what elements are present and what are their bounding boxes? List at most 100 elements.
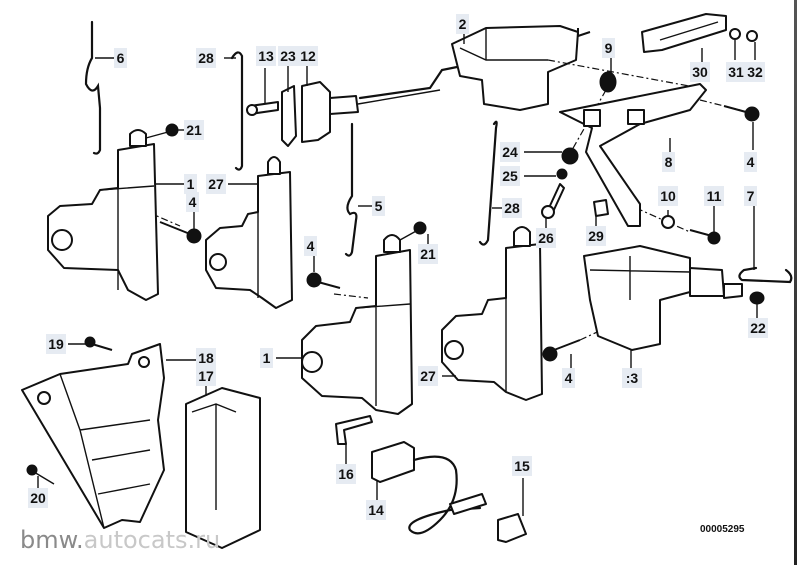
part-microswitch-14[interactable] <box>371 441 487 535</box>
callout-21-c21b[interactable]: 21 <box>418 244 438 264</box>
callout-8-c8[interactable]: 8 <box>662 152 675 172</box>
callout-31-c31[interactable]: 31 <box>726 62 746 82</box>
part-rod-28-upper[interactable] <box>230 51 244 171</box>
part-screw-11[interactable] <box>689 229 721 245</box>
part-screw-4-middle[interactable] <box>306 272 341 289</box>
callout-box <box>206 174 226 194</box>
part-screw-13[interactable] <box>246 101 279 116</box>
part-nut-21-upper[interactable] <box>145 123 179 139</box>
callout-16-c16[interactable]: 16 <box>336 464 356 484</box>
part-screw-19[interactable] <box>84 336 113 351</box>
part-screw-26[interactable] <box>541 183 565 219</box>
callout-27-c27a[interactable]: 27 <box>206 174 226 194</box>
part-bracket-plate-18[interactable] <box>21 343 165 529</box>
callout-6-c6[interactable]: 6 <box>114 48 127 68</box>
callout-2-c2[interactable]: 2 <box>456 14 469 34</box>
callout-4-c4a[interactable]: 4 <box>186 192 199 212</box>
part-actuator-1-lower[interactable] <box>301 229 419 415</box>
part-relay-17[interactable] <box>185 387 261 549</box>
part-clip-29[interactable] <box>593 199 609 217</box>
callout-30-c30[interactable]: 30 <box>690 62 710 82</box>
callout-28-c28b[interactable]: 28 <box>502 198 522 218</box>
callout-17-c17[interactable]: 17 <box>196 366 216 386</box>
callout-28-c28a[interactable]: 28 <box>196 48 216 68</box>
part-washer-25[interactable] <box>556 168 568 180</box>
callout-label: :3 <box>626 370 639 386</box>
callout-label: 1 <box>263 350 271 366</box>
part-rod-28-lower[interactable] <box>478 120 498 246</box>
frame-right-border <box>794 0 797 565</box>
callout-box <box>46 334 66 354</box>
callout-10-c10[interactable]: 10 <box>658 186 678 206</box>
part-actuator-3[interactable] <box>583 245 743 351</box>
callout-9-c9[interactable]: 9 <box>602 38 615 58</box>
callout-11-c11[interactable]: 11 <box>704 186 724 206</box>
callout-21-c21a[interactable]: 21 <box>184 120 204 140</box>
callout-27-c27b[interactable]: 27 <box>418 366 438 386</box>
callout-box <box>502 198 522 218</box>
callout-13-c13[interactable]: 13 <box>256 46 276 66</box>
part-washer-24[interactable] <box>561 147 579 165</box>
part-nut-21-middle[interactable] <box>413 221 427 235</box>
part-screw-4-upper-left[interactable] <box>159 221 202 244</box>
part-nut-32[interactable] <box>746 30 758 42</box>
part-grommet-9[interactable] <box>599 71 617 93</box>
part-actuator-2[interactable] <box>358 25 591 111</box>
part-bracket-30[interactable] <box>641 13 727 53</box>
callout-20-c20[interactable]: 20 <box>28 488 48 508</box>
part-actuator-1-upper[interactable] <box>47 129 159 301</box>
callout-12-c12[interactable]: 12 <box>298 46 318 66</box>
callout-box <box>704 186 724 206</box>
part-screw-4-right[interactable] <box>723 105 760 122</box>
callout-box <box>304 236 317 256</box>
callout-29-c29[interactable]: 29 <box>586 226 606 246</box>
part-rod-5[interactable] <box>344 122 358 257</box>
callout-box <box>186 192 199 212</box>
callout-4-c4d[interactable]: 4 <box>562 368 575 388</box>
callout-label: 1 <box>187 176 195 192</box>
part-nut-10[interactable] <box>661 215 675 229</box>
callout-18-c18[interactable]: 18 <box>196 348 216 368</box>
part-clip-15[interactable] <box>497 513 527 543</box>
part-bracket-8[interactable] <box>559 83 707 227</box>
part-gasket-23[interactable] <box>281 85 297 147</box>
callout-1-c1b[interactable]: 1 <box>260 348 273 368</box>
part-actuator-27-upper[interactable] <box>205 156 293 309</box>
callout-box <box>744 186 757 206</box>
part-clip-7[interactable] <box>738 266 793 284</box>
callout-label: 4 <box>747 154 755 170</box>
callout-label: 21 <box>186 122 202 138</box>
callout-23-c23[interactable]: 23 <box>278 46 298 66</box>
callout-3-c3[interactable]: :3 <box>622 368 642 388</box>
callout-7-c7[interactable]: 7 <box>744 186 757 206</box>
callout-label: 28 <box>198 50 214 66</box>
part-screw-20[interactable] <box>26 464 55 485</box>
callout-4-c4c[interactable]: 4 <box>304 236 317 256</box>
callout-box <box>196 348 216 368</box>
callout-15-c15[interactable]: 15 <box>512 456 532 476</box>
callout-24-c24[interactable]: 24 <box>500 142 520 162</box>
callout-label: 26 <box>538 230 554 246</box>
part-actuator-27-lower[interactable] <box>441 226 543 401</box>
callout-box <box>418 366 438 386</box>
callout-box <box>536 228 556 248</box>
callout-25-c25[interactable]: 25 <box>500 166 520 186</box>
part-screw-4-bottom-right[interactable] <box>542 339 581 362</box>
callout-14-c14[interactable]: 14 <box>366 500 386 520</box>
part-holder-16[interactable] <box>335 415 373 445</box>
callout-22-c22[interactable]: 22 <box>748 318 768 338</box>
part-switch-12[interactable] <box>301 81 441 143</box>
part-nut-22[interactable] <box>749 291 765 305</box>
callout-label: 24 <box>502 144 518 160</box>
part-rod-6[interactable] <box>84 20 102 155</box>
callout-4-c4b[interactable]: 4 <box>744 152 757 172</box>
callout-label: 6 <box>117 50 125 66</box>
callout-19-c19[interactable]: 19 <box>46 334 66 354</box>
callout-32-c32[interactable]: 32 <box>745 62 765 82</box>
callout-26-c26[interactable]: 26 <box>536 228 556 248</box>
part-washer-31[interactable] <box>729 28 741 40</box>
callout-label: 17 <box>198 368 214 384</box>
callout-label: 27 <box>420 368 436 384</box>
callout-5-c5[interactable]: 5 <box>372 196 385 216</box>
callout-1-c1a[interactable]: 1 <box>184 174 197 194</box>
